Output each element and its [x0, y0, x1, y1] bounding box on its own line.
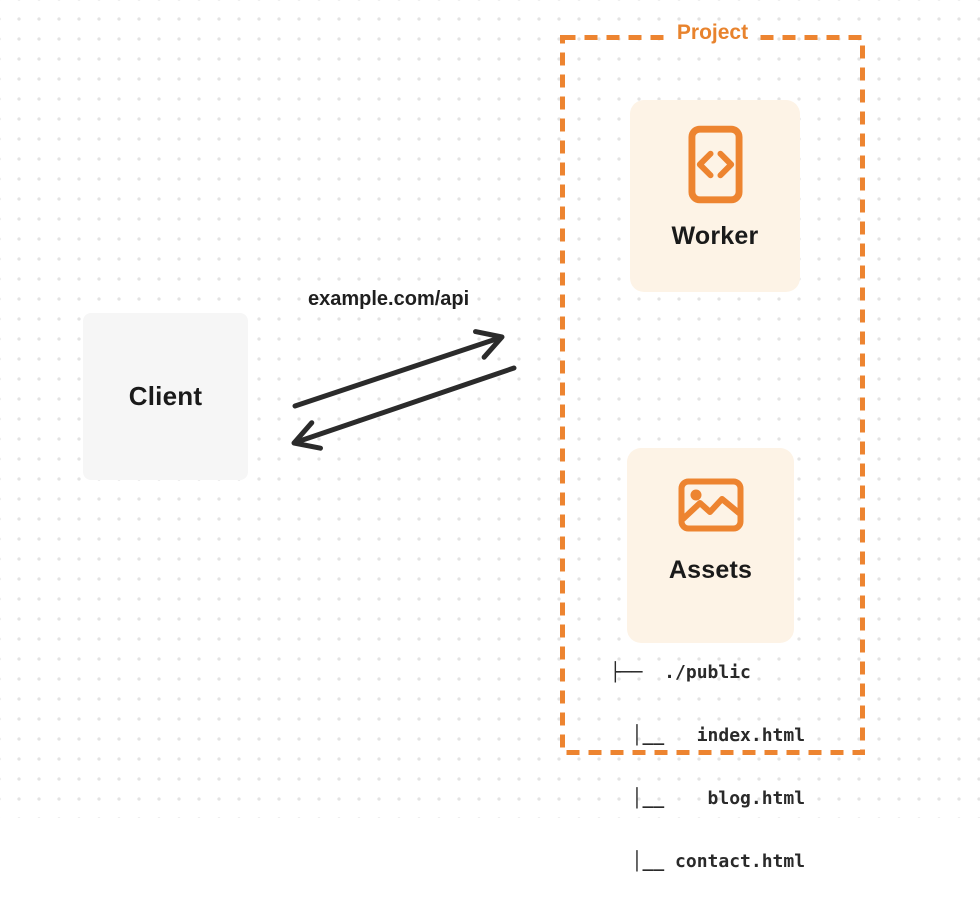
assets-file-tree: ├── ./public │__ index.html │__ blog.htm…: [610, 620, 805, 914]
diagram-canvas: Client example.com/api Project Worker As…: [0, 0, 980, 872]
code-icon: [687, 125, 743, 204]
client-label: Client: [128, 381, 203, 411]
project-title: Project: [667, 21, 758, 45]
worker-label: Worker: [671, 222, 759, 250]
project-dashed-border: [560, 35, 865, 755]
worker-node: Worker: [630, 100, 800, 292]
image-icon: [678, 478, 743, 532]
file-tree-line-contact: │__ contact.html: [610, 851, 806, 872]
file-tree-line-blog: │__ blog.html: [610, 788, 806, 809]
project-group: Project Worker Assets ├── ./public │__ i…: [560, 21, 865, 872]
assets-label: Assets: [668, 556, 753, 584]
assets-node: Assets: [627, 448, 794, 643]
file-tree-line-public: ├── ./public: [610, 662, 751, 683]
response-arrow: [291, 365, 517, 451]
request-url-label: example.com/api: [308, 288, 470, 310]
client-node: Client: [83, 313, 248, 480]
file-tree-line-index: │__ index.html: [610, 725, 806, 746]
request-arrow: [292, 329, 505, 409]
